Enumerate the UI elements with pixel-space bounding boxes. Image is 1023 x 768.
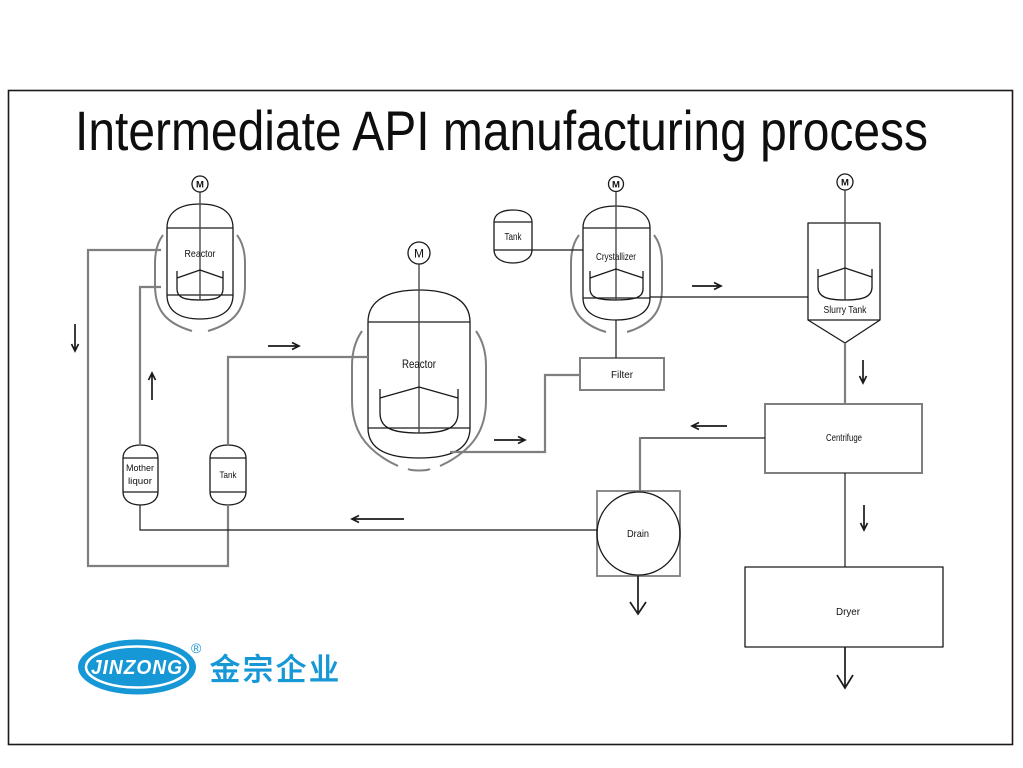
- feed-tank-label: Tank: [505, 231, 523, 243]
- reactor-1-label: Reactor: [185, 248, 216, 260]
- logo-ellipse: [78, 639, 196, 695]
- drain-label: Drain: [627, 528, 649, 540]
- crystallizer-agitator: [589, 271, 644, 301]
- crystallizer-motor-label: M: [612, 180, 620, 191]
- mother-liquor-label-line2: liquor: [128, 476, 152, 487]
- slurry-tank-motor-label: M: [841, 178, 849, 189]
- crystallizer-jacket-right: [626, 234, 663, 333]
- logo-registered-icon: ®: [191, 640, 202, 656]
- slurry-tank: M Slurry Tank: [807, 173, 881, 344]
- reactor-2-agitator-blade: [379, 386, 459, 399]
- reactor-2-jacket-left: [351, 330, 399, 467]
- drain: Drain: [596, 490, 681, 577]
- reactor-1: M Reactor: [154, 175, 246, 332]
- arrow-down-slurry-to-centrifuge: [858, 360, 868, 385]
- reactor-2-agitator: [379, 389, 459, 434]
- pipe-reactor2-to-filter: [450, 373, 580, 454]
- reactor-1-motor-icon: [191, 175, 209, 193]
- mother-liquor-label-line1: Mother: [126, 463, 154, 474]
- dryer: Dryer: [744, 566, 944, 648]
- arrow-dryer-outlet: [836, 647, 854, 690]
- pipe-reactor1-to-solvent-tank: [86, 248, 230, 568]
- logo-ellipse-ring: [84, 645, 190, 689]
- crystallizer-jacket-left: [570, 234, 607, 333]
- drain-circle: [596, 491, 681, 576]
- reactor-2: M Reactor: [351, 241, 487, 472]
- reactor-2-motor-icon: [407, 241, 431, 265]
- drain-box: [596, 490, 681, 577]
- reactor-1-jacket-left: [154, 234, 193, 332]
- crystallizer-motor-icon: [607, 175, 625, 193]
- reactor-1-agitator-blade: [176, 269, 224, 279]
- page-title: Intermediate API manufacturing process: [75, 99, 928, 162]
- reactor-2-motor-label: M: [414, 247, 424, 261]
- reactor-2-label: Reactor: [402, 357, 436, 371]
- pipe-mother-liquor-to-reactor1: [138, 285, 161, 445]
- arrow-down-left-loop: [70, 324, 80, 353]
- mother-liquor-tank: Mother liquor: [122, 444, 159, 506]
- arrow-left-centrifuge-to-drain: [690, 421, 727, 431]
- logo-brand-text: JINZONG: [91, 657, 183, 679]
- reactor-1-motor-label: M: [196, 180, 204, 191]
- slurry-tank-agitator: [817, 269, 873, 301]
- arrow-drain-outlet: [629, 576, 647, 616]
- dryer-label: Dryer: [836, 606, 860, 618]
- filter-label: Filter: [611, 369, 633, 381]
- arrow-right-tank-to-reactor2: [268, 341, 301, 351]
- reactor-1-jacket-right: [207, 234, 246, 332]
- reactor-2-foot: [407, 468, 431, 472]
- flow-arrows: [70, 281, 869, 690]
- pipe-solvent-tank-to-reactor2: [226, 355, 368, 445]
- arrow-right-crystallizer-to-slurry: [692, 281, 723, 291]
- slurry-tank-motor-icon: [836, 173, 854, 191]
- slurry-tank-vessel: [807, 222, 881, 344]
- solvent-tank-label: Tank: [220, 470, 237, 481]
- crystallizer: M Crystallizer: [570, 175, 663, 333]
- crystallizer-label: Crystallizer: [596, 251, 636, 263]
- pipe-drain-to-mother-liquor: [139, 505, 597, 531]
- solvent-tank: Tank: [209, 444, 247, 506]
- slurry-tank-label: Slurry Tank: [824, 304, 868, 316]
- arrow-left-drain-to-mother-liquor: [350, 514, 404, 524]
- centrifuge-label: Centrifuge: [826, 432, 862, 444]
- dryer-box: [744, 566, 944, 648]
- slurry-tank-agitator-blade: [817, 267, 873, 278]
- logo-company-name-cn: 金宗企业: [209, 653, 342, 687]
- reactor-1-agitator: [176, 271, 224, 301]
- pipes: [86, 248, 847, 568]
- crystallizer-agitator-blade: [589, 268, 644, 279]
- arrow-right-reactor2-to-filter: [494, 435, 527, 445]
- arrow-down-centrifuge-to-dryer: [859, 505, 869, 532]
- company-logo: JINZONG ® 金宗企业: [78, 639, 342, 695]
- arrow-up-mother-liquor-feed: [147, 371, 157, 400]
